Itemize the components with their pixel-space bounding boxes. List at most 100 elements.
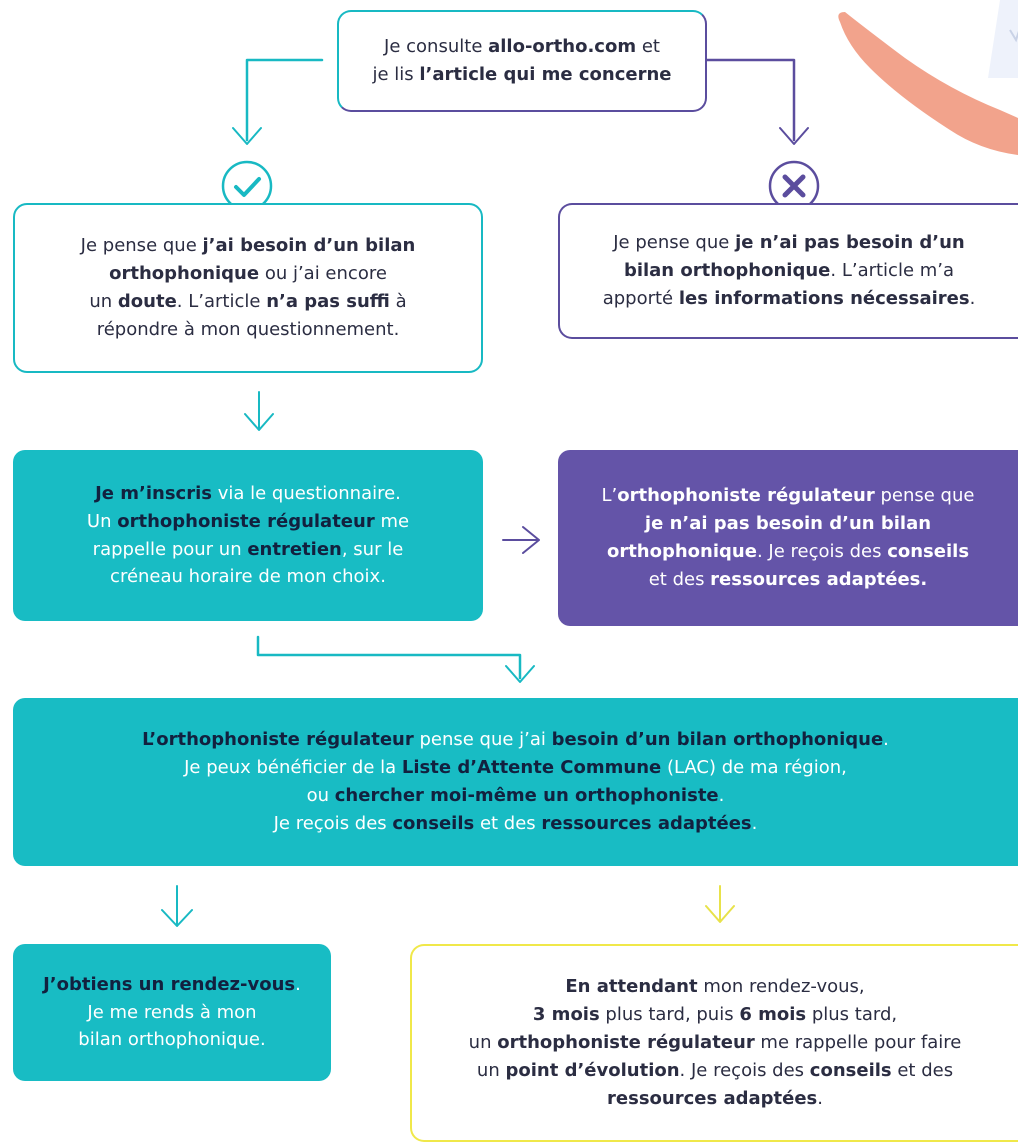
text-line: ressources adaptées. bbox=[469, 1085, 962, 1113]
text: bilan orthophonique. bbox=[78, 1029, 266, 1051]
text-line: En attendant mon rendez-vous, bbox=[469, 973, 962, 1001]
bold-text: conseils bbox=[392, 812, 475, 834]
arrow-down-icon bbox=[705, 885, 735, 923]
text: et bbox=[636, 36, 660, 58]
bold-text: orthophonique bbox=[109, 263, 260, 285]
text-line: apporté les informations nécessaires. bbox=[603, 285, 976, 313]
text: plus tard, puis bbox=[599, 1004, 740, 1026]
text: . bbox=[969, 287, 976, 309]
text: , sur le bbox=[341, 538, 404, 560]
text: apporté bbox=[602, 287, 679, 309]
bold-text: allo-ortho.com bbox=[488, 36, 637, 58]
text-line: 3 mois plus tard, puis 6 mois plus tard, bbox=[469, 1001, 962, 1029]
bold-text: orthophoniste régulateur bbox=[617, 485, 875, 507]
bold-text: j’ai besoin d’un bilan bbox=[202, 235, 416, 257]
text: Je peux bénéficier de la bbox=[184, 757, 402, 779]
text-line: créneau horaire de mon choix. bbox=[87, 563, 409, 591]
bold-text: n’a pas suffi bbox=[266, 291, 390, 312]
text: je lis bbox=[372, 64, 420, 85]
text: créneau horaire de mon choix. bbox=[110, 566, 386, 588]
connector-start-left bbox=[245, 58, 324, 142]
text: Je pense que bbox=[613, 232, 736, 254]
step-regulator-yes-box: L’orthophoniste régulateur pense que j’a… bbox=[13, 698, 1018, 866]
bold-text: les informations nécessaires bbox=[678, 287, 970, 309]
text: . L’article bbox=[176, 291, 267, 312]
text: . Je reçois des bbox=[679, 1059, 810, 1081]
bold-text: ressources adaptées bbox=[541, 812, 752, 834]
bold-text: orthophonique bbox=[606, 541, 757, 562]
arrow-down-icon bbox=[505, 665, 535, 683]
text-line: Je me rends à mon bbox=[43, 999, 301, 1027]
text-line: Je peux bénéficier de la Liste d’Attente… bbox=[142, 754, 889, 782]
text: L’ bbox=[601, 485, 618, 507]
bold-text: En attendant bbox=[565, 976, 698, 998]
bold-text: conseils bbox=[887, 541, 970, 562]
text-line: je n’ai pas besoin d’un bilan bbox=[602, 510, 975, 538]
bold-text: Je m’inscris bbox=[95, 482, 212, 504]
text: pense que bbox=[874, 485, 975, 507]
bold-text: entretien bbox=[247, 538, 342, 560]
text: . bbox=[817, 1087, 823, 1109]
bold-text: ressources adaptées. bbox=[710, 568, 928, 590]
text: un bbox=[476, 1059, 506, 1081]
text-line: et des ressources adaptées. bbox=[602, 566, 975, 594]
text: pense que j’ai bbox=[413, 729, 552, 751]
text-line: je lis l’article qui me concerne bbox=[372, 61, 671, 89]
text-line: Je pense que je n’ai pas besoin d’un bbox=[603, 229, 976, 257]
text-line: bilan orthophonique. bbox=[43, 1026, 301, 1054]
text-line: Je m’inscris via le questionnaire. bbox=[87, 480, 409, 508]
text: Je pense que bbox=[80, 235, 203, 257]
bold-text: 3 mois bbox=[532, 1004, 600, 1026]
text-line: ou chercher moi-même un orthophoniste. bbox=[142, 782, 889, 810]
text: à bbox=[389, 291, 407, 312]
text: Je consulte bbox=[384, 36, 489, 58]
bold-text: ressources adaptées bbox=[607, 1087, 818, 1109]
text: mon rendez-vous, bbox=[697, 976, 865, 998]
x-circle-icon bbox=[768, 160, 820, 212]
text-line: orthophonique. Je reçois des conseils bbox=[602, 538, 975, 566]
text-line: un point d’évolution. Je reçois des cons… bbox=[469, 1057, 962, 1085]
text: ou j’ai encore bbox=[259, 263, 387, 285]
step-need-bilan-box: Je pense que j’ai besoin d’un bilan ortho… bbox=[13, 203, 483, 373]
text: Un bbox=[86, 510, 118, 532]
bold-text: conseils bbox=[809, 1059, 892, 1081]
arrow-down-icon bbox=[244, 391, 274, 431]
arrow-right-icon bbox=[502, 526, 540, 554]
text-line: rappelle pour un entretien, sur le bbox=[87, 536, 409, 564]
text-line: Je consulte allo-ortho.com et bbox=[372, 33, 671, 61]
text-line: J’obtiens un rendez-vous. bbox=[43, 971, 301, 999]
bold-text: doute bbox=[117, 291, 177, 312]
text-line: un orthophoniste régulateur me rappelle … bbox=[469, 1029, 962, 1057]
connector-start-right bbox=[690, 58, 796, 142]
bold-text: Liste d’Attente Commune bbox=[401, 757, 662, 779]
text: Je me rends à mon bbox=[87, 1001, 257, 1023]
bold-text: l’article qui me concerne bbox=[419, 64, 672, 85]
arrow-down-icon bbox=[161, 885, 193, 927]
bold-text: orthophoniste régulateur bbox=[117, 510, 375, 532]
arrow-down-icon bbox=[779, 127, 809, 145]
text: un bbox=[468, 1032, 498, 1054]
text-line: Je reçois des conseils et des ressources… bbox=[142, 810, 889, 838]
text: plus tard, bbox=[806, 1004, 898, 1026]
text: . bbox=[295, 973, 301, 995]
text: rappelle pour un bbox=[92, 538, 248, 560]
text: me bbox=[374, 510, 410, 532]
step-appointment-box: J’obtiens un rendez-vous.Je me rends à m… bbox=[13, 944, 331, 1081]
text: . bbox=[883, 729, 889, 751]
text-line: L’orthophoniste régulateur pense que j’a… bbox=[142, 726, 889, 754]
connector-register-down bbox=[256, 635, 522, 680]
bold-text: J’obtiens un rendez-vous bbox=[43, 973, 296, 995]
text: (LAC) de ma région, bbox=[661, 757, 847, 779]
text-line: répondre à mon questionnement. bbox=[81, 316, 416, 344]
text: et des bbox=[891, 1059, 954, 1081]
text: ou bbox=[306, 785, 335, 806]
bold-text: chercher moi-même un orthophoniste bbox=[334, 785, 719, 806]
text-line: Je pense que j’ai besoin d’un bilan bbox=[81, 232, 416, 260]
bold-text: je n’ai pas besoin d’un bbox=[735, 232, 965, 254]
bold-text: besoin d’un bilan orthophonique bbox=[551, 729, 884, 751]
bold-text: orthophoniste régulateur bbox=[497, 1032, 755, 1054]
text-line: bilan orthophonique. L’article m’a bbox=[603, 257, 976, 285]
